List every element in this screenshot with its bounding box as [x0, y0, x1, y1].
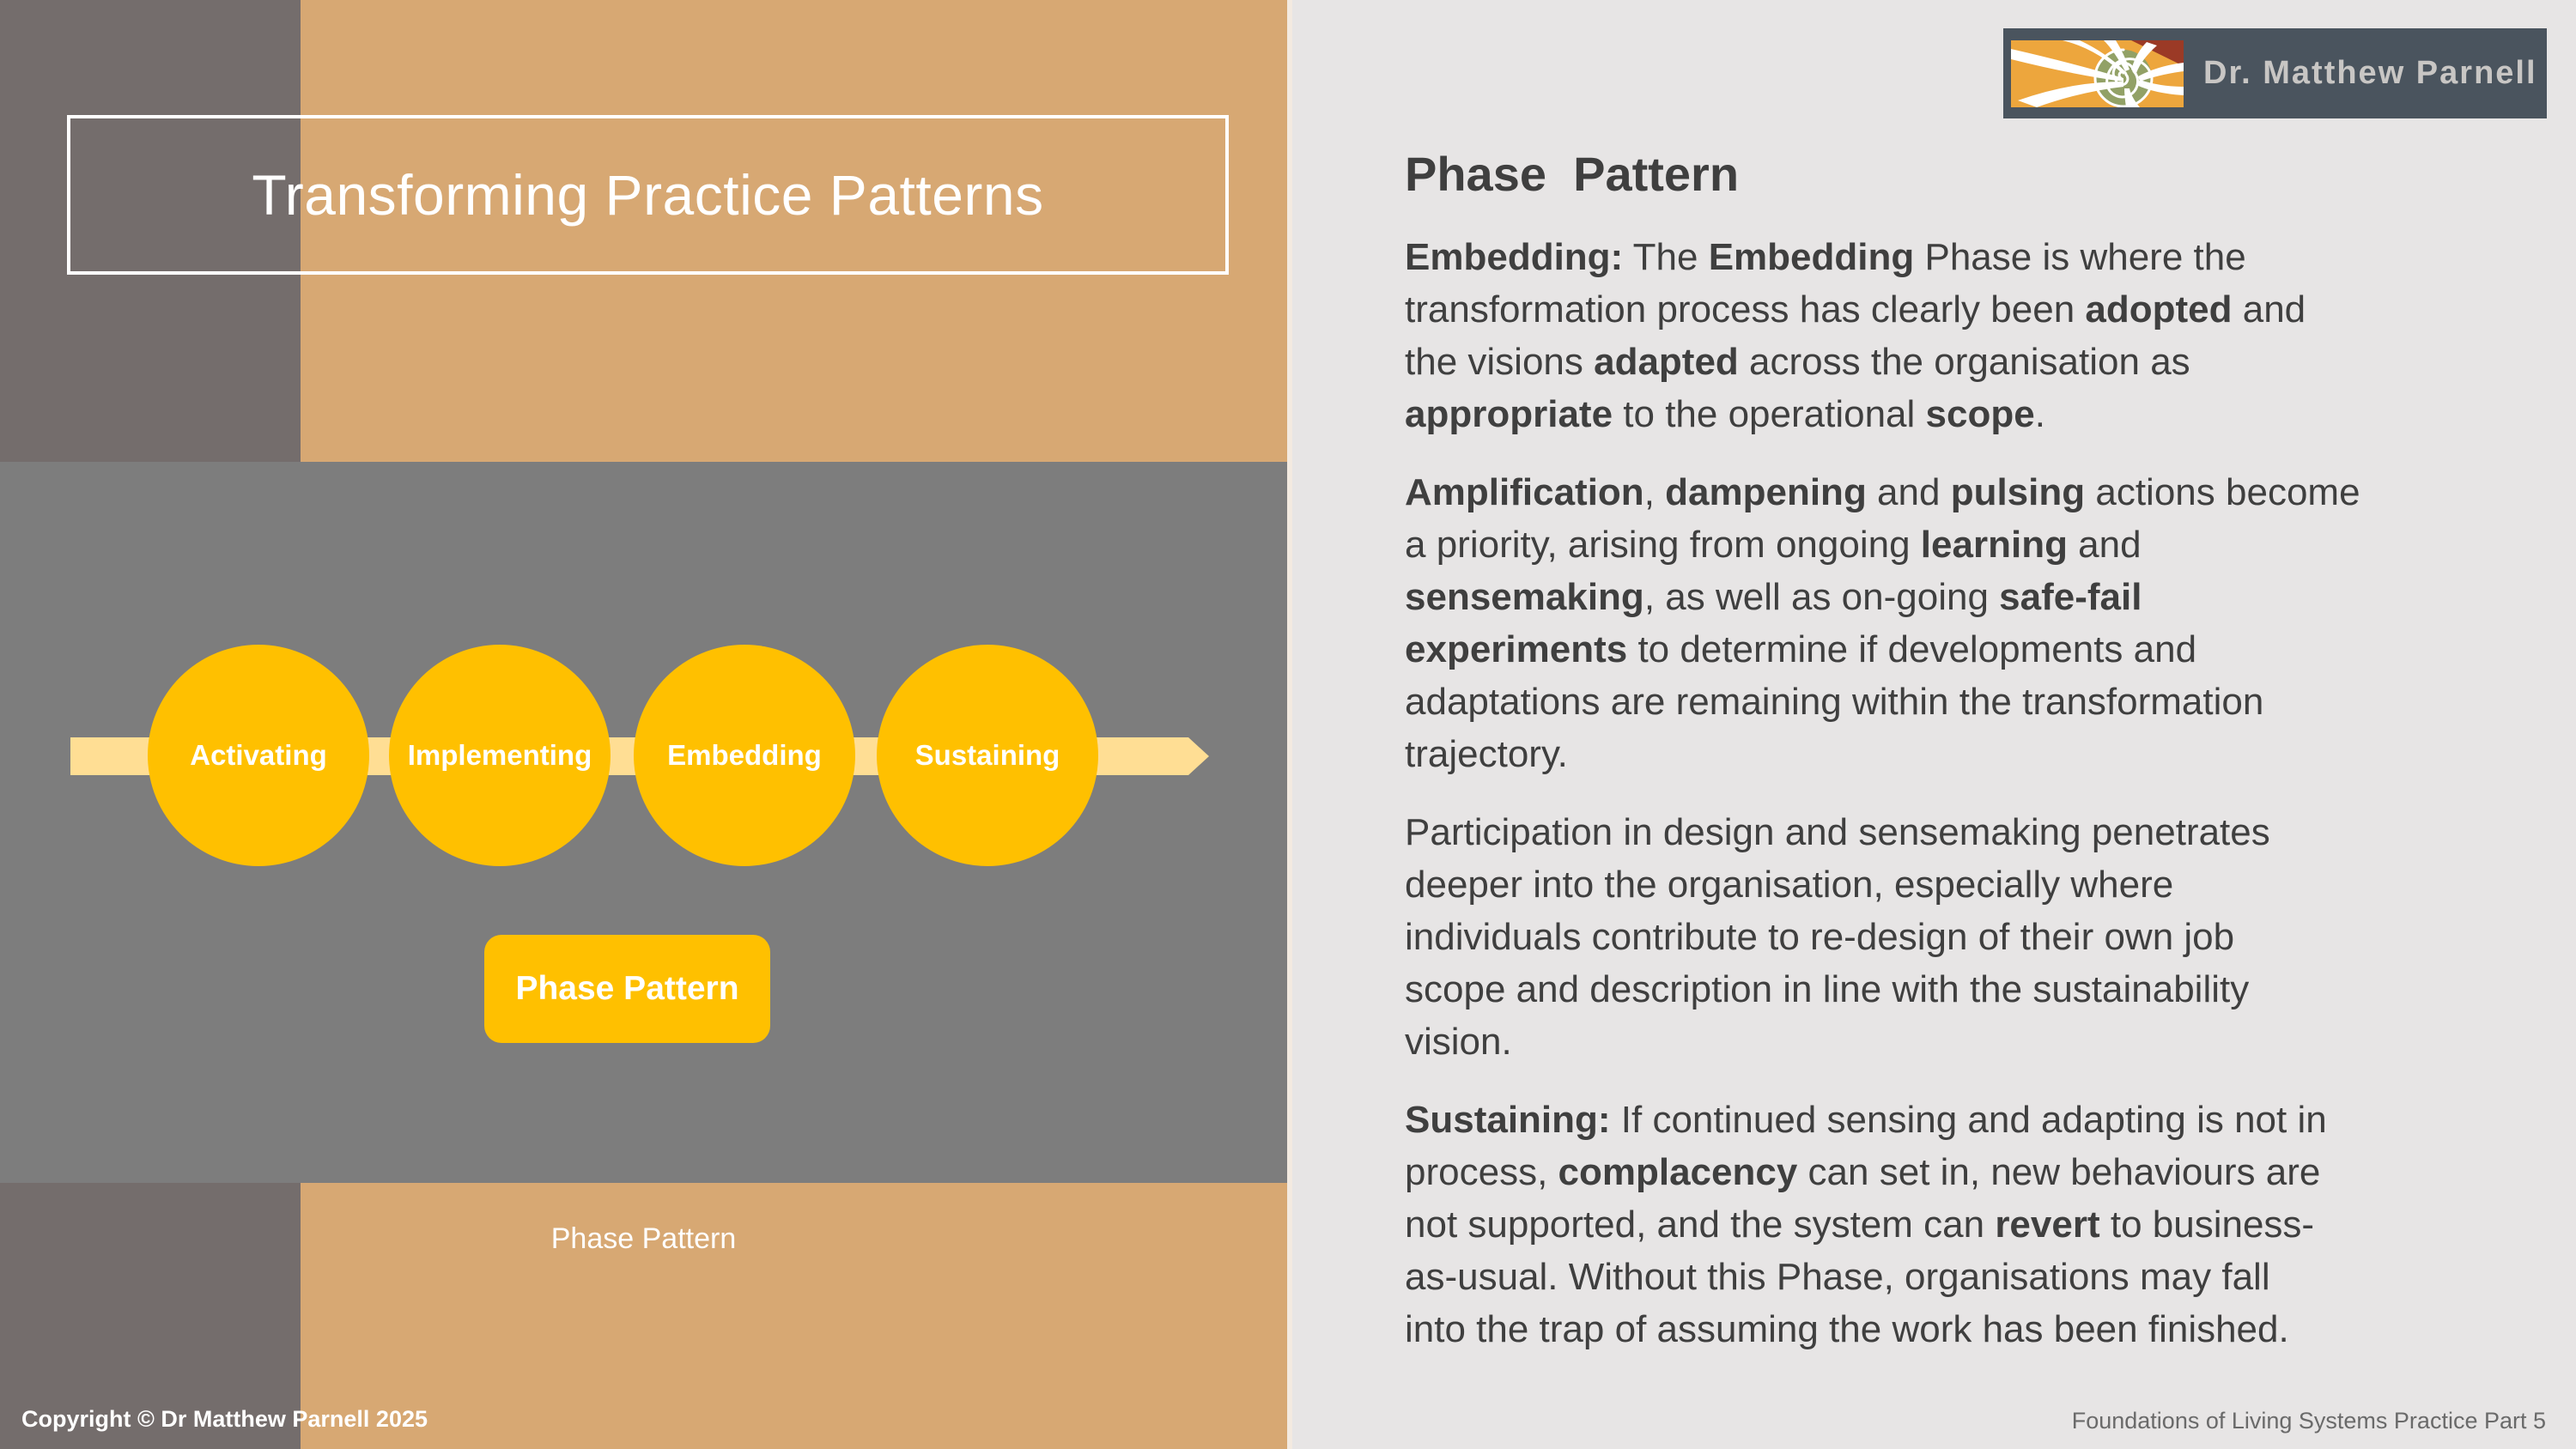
copyright-text: Copyright © Dr Matthew Parnell 2025 — [21, 1406, 428, 1432]
right-panel: Dr. Matthew Parnell Phase Pattern Embedd… — [1292, 0, 2576, 1449]
phase-circle-implementing: Implementing — [389, 645, 611, 866]
section-heading: Phase Pattern — [1405, 147, 1740, 201]
phase-circle-label: Implementing — [407, 739, 592, 771]
body-paragraphs: Embedding: The Embedding Phase is where … — [1405, 231, 2521, 1355]
paragraph: Embedding: The Embedding Phase is where … — [1405, 236, 2306, 435]
slide-title: Transforming Practice Patterns — [252, 163, 1044, 227]
phase-circle-sustaining: Sustaining — [877, 645, 1098, 866]
right-content: Phase Pattern Embedding: The Embedding P… — [1405, 146, 2521, 1381]
phase-pattern-button-label: Phase Pattern — [515, 970, 739, 1007]
dark-accent-block-bottom — [0, 1183, 301, 1449]
panel-divider — [1287, 0, 1292, 1449]
paragraph: Amplification, dampening and pulsing act… — [1405, 471, 2360, 775]
footer-note: Foundations of Living Systems Practice P… — [2071, 1408, 2546, 1434]
phase-circle-label: Sustaining — [914, 739, 1060, 771]
logo-box: Dr. Matthew Parnell — [2003, 28, 2547, 118]
logo-name: Dr. Matthew Parnell — [2203, 55, 2537, 91]
phase-pattern-button: Phase Pattern — [484, 935, 770, 1043]
slide-caption: Phase Pattern — [550, 1222, 737, 1255]
paragraph: Participation in design and sensemaking … — [1405, 811, 2270, 1063]
title-box: Transforming Practice Patterns — [67, 115, 1229, 275]
phase-circle-label: Activating — [190, 739, 327, 771]
dark-accent-block-top — [0, 0, 301, 462]
paragraph: Sustaining: If continued sensing and ada… — [1405, 1099, 2327, 1350]
spiral-logo-icon — [2011, 39, 2184, 107]
phase-circle-activating: Activating — [148, 645, 369, 866]
phase-circle-embedding: Embedding — [634, 645, 855, 866]
phase-circle-label: Embedding — [667, 739, 822, 771]
